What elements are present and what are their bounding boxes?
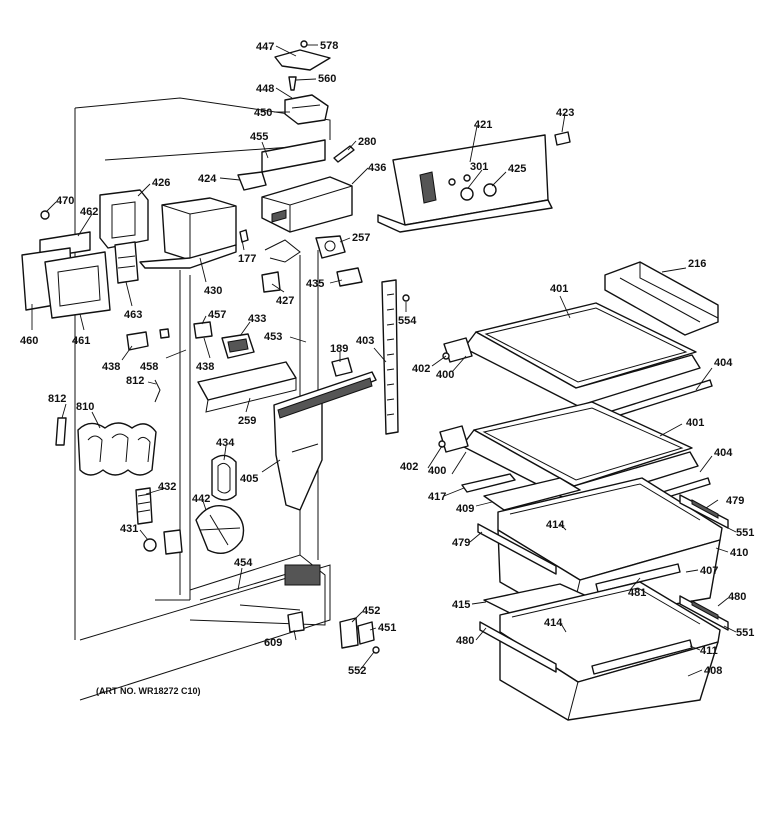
part-label: 452 [362,605,380,617]
light-cover-259 [197,361,297,413]
part-label: 457 [208,309,226,321]
part-label: 554 [398,315,417,327]
part-label: 414 [546,519,565,531]
part-label: 426 [152,177,170,189]
part-label: 408 [704,665,722,677]
part-label: 810 [76,401,94,413]
cabinet-liner [74,97,331,701]
part-label: 411 [700,645,718,657]
part-label: 434 [216,437,235,449]
part-label: 812 [126,375,144,387]
part-label: 435 [306,278,324,290]
part-label: 578 [320,40,338,52]
part-label: 436 [368,162,386,174]
part-label: 259 [238,415,256,427]
part-label: 609 [264,637,282,649]
part-label: 401 [550,283,568,295]
left-duct-components [21,189,149,319]
part-label: 453 [264,331,282,343]
heater-and-tube [55,379,161,476]
part-label: 402 [400,461,418,473]
lower-hardware [287,611,380,654]
part-label: 404 [714,357,733,369]
part-label: 438 [102,361,120,373]
part-label: 407 [700,565,718,577]
part-label: 402 [412,363,430,375]
crisper-cover-parts [461,473,581,511]
part-label: 425 [508,163,526,175]
part-label: 280 [358,136,376,148]
part-label: 450 [254,107,272,119]
part-label: 417 [428,491,446,503]
fan-and-motor-parts [135,487,245,555]
part-labels: 447 578 448 560 450 455 280 421 423 424 … [20,40,754,677]
part-label: 400 [436,369,454,381]
small-electrical-parts [126,321,255,359]
part-label: 415 [452,599,470,611]
part-label: 479 [726,495,744,507]
part-label: 448 [256,83,274,95]
part-label: 432 [158,481,176,493]
part-label: 481 [628,587,646,599]
leader-lines [31,44,737,677]
part-label: 216 [688,258,706,270]
part-label: 552 [348,665,366,677]
part-label: 451 [378,622,396,634]
part-label: 461 [72,335,90,347]
part-label: 189 [330,343,348,355]
part-label: 551 [736,627,754,639]
part-label: 470 [56,195,74,207]
part-label: 454 [234,557,253,569]
part-label: 463 [124,309,142,321]
part-label: 410 [730,547,748,559]
part-label: 458 [140,361,158,373]
part-label: 403 [356,335,374,347]
lower-crisper-drawer [479,581,729,721]
part-label: 431 [120,523,138,535]
part-label: 462 [80,206,98,218]
part-label: 447 [256,41,274,53]
part-label: 409 [456,503,474,515]
air-duct-405 [273,371,377,511]
part-label: 433 [248,313,266,325]
art-number-caption: (ART NO. WR18272 C10) [96,686,201,696]
part-label: 460 [20,335,38,347]
part-label: 480 [456,635,474,647]
hinge-cover-assembly [274,40,331,125]
part-label: 400 [428,465,446,477]
part-label: 438 [196,361,214,373]
glass-shelf-upper [442,302,713,423]
part-label: 421 [474,119,492,131]
housing-430 [139,197,237,269]
bracket-189 [331,357,353,377]
switch-424 [237,171,267,191]
part-label: 177 [238,253,256,265]
dairy-bin-216 [604,261,719,336]
part-label: 424 [198,173,217,185]
part-label: 479 [452,537,470,549]
part-label: 301 [470,161,488,173]
shelf-rail-403 [381,279,410,435]
light-shield-455 [261,139,326,173]
part-label: 257 [352,232,370,244]
part-label: 430 [204,285,222,297]
part-label: 427 [276,295,294,307]
part-label: 442 [192,493,210,505]
control-panel-421 [377,131,571,233]
bulb-280 [333,145,355,163]
part-label: 812 [48,393,66,405]
part-label: 401 [686,417,704,429]
thermostat-and-wiring [239,229,363,293]
part-label: 560 [318,73,336,85]
part-label: 480 [728,591,746,603]
part-label: 551 [736,527,754,539]
part-label: 423 [556,107,574,119]
part-label: 404 [714,447,733,459]
control-housing-436 [261,176,353,233]
part-label: 405 [240,473,258,485]
part-label: 414 [544,617,563,629]
part-label: 455 [250,131,268,143]
